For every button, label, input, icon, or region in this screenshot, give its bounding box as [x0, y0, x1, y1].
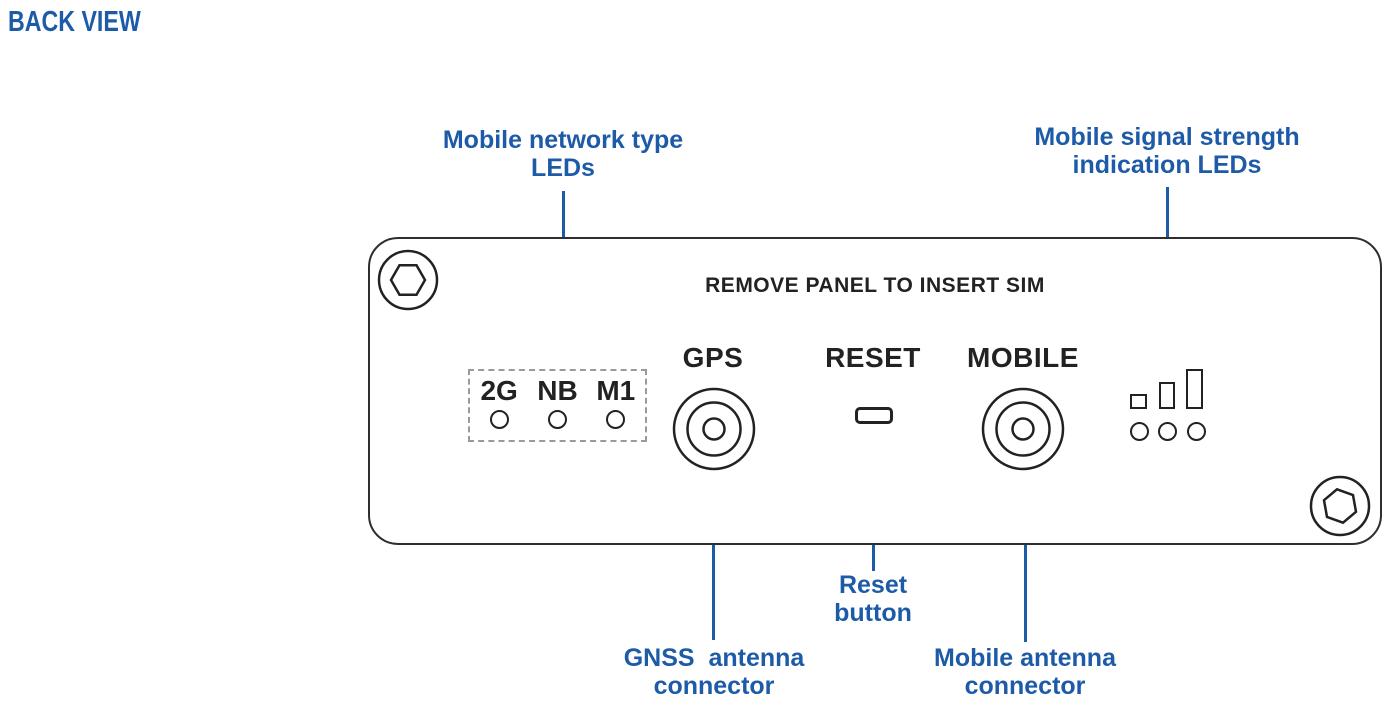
led-m1-icon — [606, 410, 626, 429]
page-title: BACK VIEW — [8, 6, 141, 38]
mobile-port-label: MOBILE — [967, 342, 1079, 373]
callout-signal-strength-leds-line2: indication LEDs — [1072, 151, 1262, 179]
signal-bar-3-icon — [1186, 369, 1203, 409]
device-back-panel — [368, 237, 1382, 545]
gnss-antenna-connector-icon — [672, 387, 756, 471]
signal-led-2-icon — [1158, 422, 1177, 441]
reset-button-icon — [855, 407, 893, 424]
reset-port-label: RESET — [825, 342, 921, 373]
callout-reset-button-line1: Reset — [838, 571, 908, 599]
hex-screw-bottom-right-icon — [1309, 475, 1371, 537]
callout-gnss-connector: GNSS antenna connector — [564, 644, 864, 700]
led-nb-icon — [547, 410, 567, 429]
signal-led-3-icon — [1187, 422, 1206, 441]
callout-gnss-connector-line2: connector — [653, 672, 775, 700]
signal-led-1-icon — [1130, 422, 1149, 441]
hex-screw-top-left-icon — [377, 249, 439, 311]
gps-port-label: GPS — [682, 342, 744, 373]
callout-reset-button: Reset button — [773, 571, 973, 627]
signal-bar-1-icon — [1130, 394, 1147, 409]
led-group-2g: 2G — [471, 376, 528, 429]
leader-line-gnss-connector — [712, 472, 715, 640]
led-label-m1: M1 — [596, 375, 636, 406]
callout-mobile-connector-line2: connector — [964, 672, 1086, 700]
callout-signal-strength-leds-line1: Mobile signal strength — [1034, 123, 1300, 151]
callout-network-type-leds-line1: Mobile network type — [442, 126, 684, 154]
led-label-nb: NB — [537, 375, 578, 406]
led-group-nb: NB — [529, 376, 586, 429]
callout-gnss-connector-line1: GNSS antenna — [623, 644, 805, 672]
leader-line-mobile-connector — [1024, 471, 1027, 642]
callout-signal-strength-leds: Mobile signal strength indication LEDs — [1007, 123, 1327, 179]
led-group-m1: M1 — [587, 376, 644, 429]
sim-notice-text: REMOVE PANEL TO INSERT SIM — [705, 274, 1045, 297]
callout-network-type-leds: Mobile network type LEDs — [413, 126, 713, 182]
led-label-2g: 2G — [480, 375, 518, 406]
callout-mobile-connector: Mobile antenna connector — [875, 644, 1175, 700]
network-type-led-box: 2G NB M1 — [468, 369, 647, 442]
signal-bar-2-icon — [1159, 382, 1175, 409]
callout-network-type-leds-line2: LEDs — [531, 154, 595, 182]
callout-reset-button-line2: button — [834, 599, 912, 627]
led-2g-icon — [489, 410, 509, 429]
mobile-antenna-connector-icon — [981, 387, 1065, 471]
callout-mobile-connector-line1: Mobile antenna — [934, 644, 1116, 672]
